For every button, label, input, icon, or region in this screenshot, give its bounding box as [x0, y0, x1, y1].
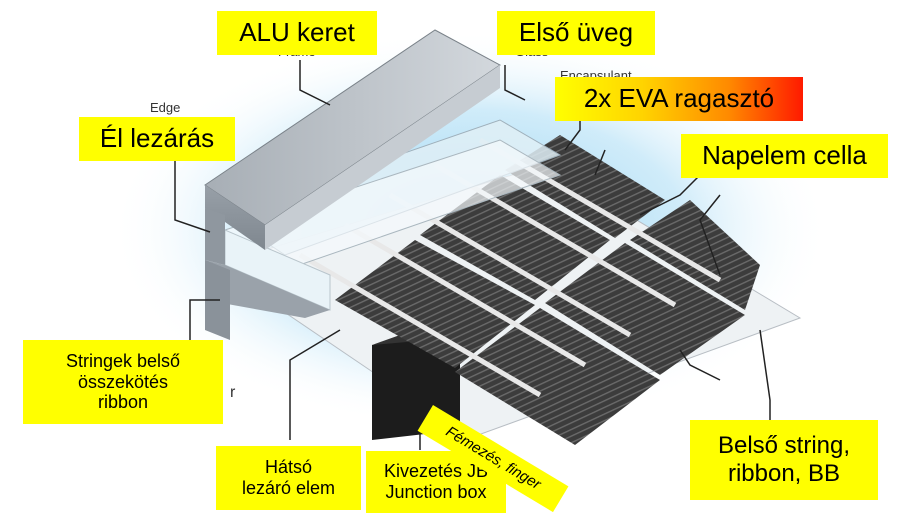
- ghost-r: r: [230, 384, 236, 401]
- label-el-lezaras: Él lezárás: [79, 117, 235, 161]
- cell-block-1: [335, 240, 535, 368]
- cell-block-4: [545, 243, 745, 375]
- ribbon-2: [343, 222, 587, 368]
- leader-eva2: [594, 149, 606, 176]
- leader-belso: [759, 329, 771, 420]
- leader-lines: [174, 60, 771, 450]
- leader-glass: [504, 65, 526, 101]
- alu-frame-right: [265, 65, 500, 250]
- label-alu-keret: ALU keret: [217, 11, 377, 55]
- leader-cella2: [699, 194, 721, 276]
- label-eva: 2x EVA ragasztó: [555, 77, 803, 121]
- leader-belso2: [679, 349, 721, 381]
- alu-frame-front: [205, 185, 265, 250]
- leader-edge: [174, 160, 211, 233]
- ribbon-1: [298, 252, 542, 398]
- ghost-edge: Edge: [150, 100, 181, 115]
- label-hatso: Hátsó lezáró elem: [216, 446, 361, 510]
- cell-block-3: [455, 308, 660, 445]
- cell-block-6: [630, 200, 760, 310]
- label-belso-string: Belső string, ribbon, BB: [690, 420, 878, 500]
- leader-alu: [299, 60, 331, 106]
- label-napelem-cella: Napelem cella: [681, 134, 888, 178]
- leader-cella: [639, 174, 701, 216]
- alu-frame-lip: [205, 208, 225, 265]
- label-stringek: Stringek belső összekötés ribbon: [23, 340, 223, 424]
- label-elso-uveg: Első üveg: [497, 11, 655, 55]
- alu-frame-bottom: [205, 260, 330, 318]
- leader-stringek: [189, 299, 220, 345]
- leader-hatso: [289, 329, 341, 440]
